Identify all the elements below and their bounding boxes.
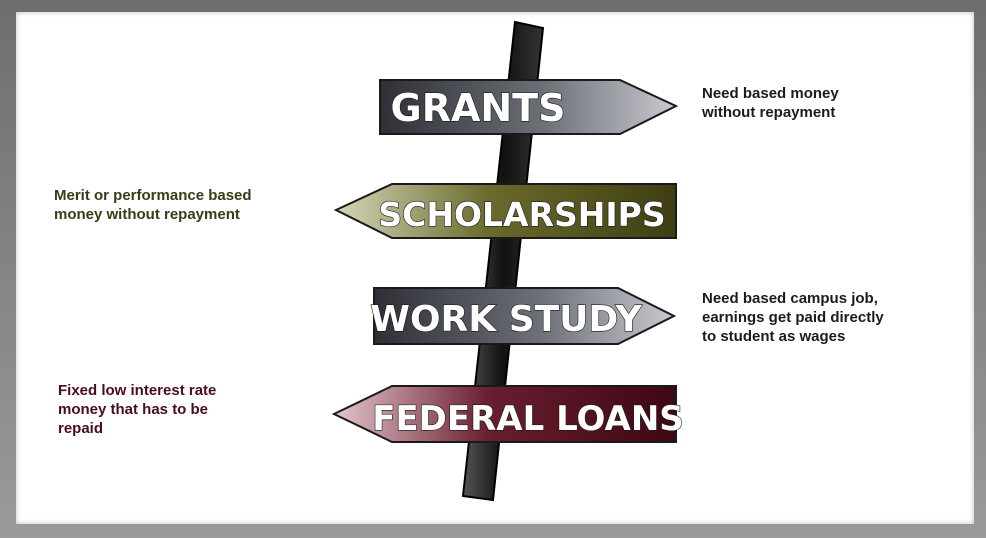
sign-grants-board [379,79,679,135]
description-work-study: Need based campus job, earnings get paid… [702,290,884,345]
sign-work-study-board [373,287,677,345]
description-grants: Need based money without repayment [702,85,839,121]
description-federal-loans: Fixed low interest rate money that has t… [58,382,217,437]
sign-scholarships-board [333,183,677,239]
sign-scholarships: SCHOLARSHIPS [333,183,677,239]
sign-federal-loans-label: FEDERAL LOANS [372,399,684,439]
sign-federal-loans: FEDERAL LOANS [331,385,684,443]
sign-scholarships-label: SCHOLARSHIPS [378,195,665,234]
sign-work-study-label: WORK STUDY [370,299,642,340]
sign-federal-loans-board [331,385,677,443]
sign-grants-label: GRANTS [391,86,566,130]
sign-work-study: WORK STUDY [370,287,677,345]
sign-grants: GRANTS [379,79,679,135]
description-scholarships: Merit or performance based money without… [54,187,252,223]
